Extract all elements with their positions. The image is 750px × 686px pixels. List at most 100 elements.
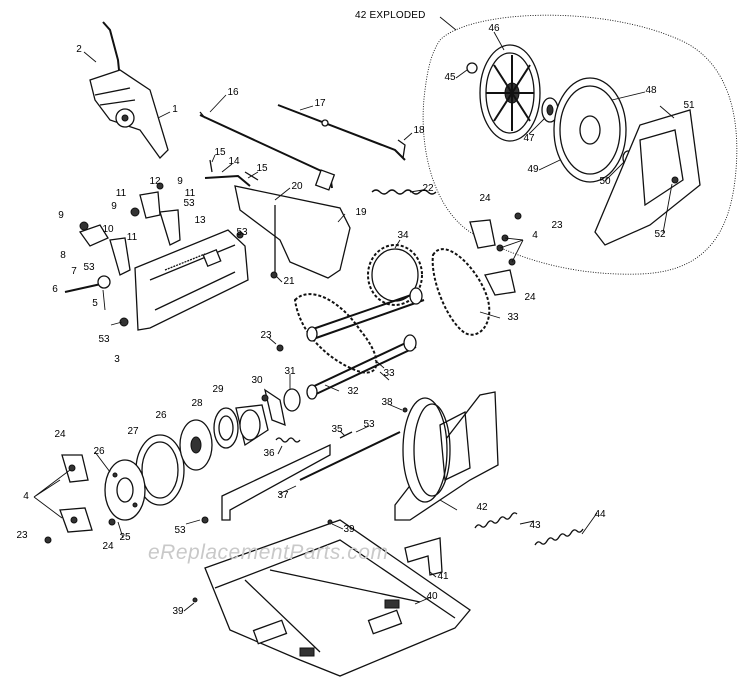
callout-13: 13: [194, 215, 206, 226]
bracket-19-20: [234, 185, 351, 279]
friction-disc-assembly: [135, 388, 286, 506]
spring-22: [371, 189, 437, 195]
callout-5: 5: [92, 298, 98, 309]
base-pan-40: [204, 519, 471, 677]
callout-23: 23: [16, 530, 28, 541]
callout-24: 24: [102, 541, 114, 552]
callout-35: 35: [331, 424, 343, 435]
exploded-bracket-51: [594, 109, 701, 246]
callout-21: 21: [283, 276, 295, 287]
callout-49: 49: [527, 164, 539, 175]
callout-42: 42: [476, 502, 488, 513]
callout-48: 48: [645, 85, 657, 96]
callout-32: 32: [347, 386, 359, 397]
callout-44: 44: [594, 509, 606, 520]
callout-31: 31: [284, 366, 296, 377]
callout-24: 24: [524, 292, 536, 303]
callout-4: 4: [23, 491, 29, 502]
callout-47: 47: [523, 133, 535, 144]
callout-15: 15: [256, 163, 268, 174]
callout-38: 38: [381, 397, 393, 408]
callout-12: 12: [149, 176, 161, 187]
callout-53: 53: [98, 334, 110, 345]
exploded-bolt-45: [466, 62, 478, 74]
washer-31: [283, 388, 301, 412]
shaft-32: [306, 287, 425, 400]
clip-18: [397, 139, 406, 159]
spring-43: [474, 512, 518, 529]
callout-27: 27: [127, 426, 139, 437]
watermark: eReplacementParts.com: [148, 541, 389, 564]
callout-9: 9: [177, 176, 183, 187]
callout-16: 16: [227, 87, 239, 98]
callout-53: 53: [174, 525, 186, 536]
callout-23: 23: [260, 330, 272, 341]
chain-33-upper: [431, 248, 491, 336]
callout-37: 37: [277, 490, 289, 501]
callout-19: 19: [355, 207, 367, 218]
callout-51: 51: [683, 100, 695, 111]
callout-33: 33: [507, 312, 519, 323]
screw-39a: [192, 597, 198, 603]
exploded-detail-outline: [422, 14, 738, 275]
screw-39b: [327, 519, 333, 525]
rod-17: [277, 104, 406, 161]
callout-4: 4: [532, 230, 538, 241]
callout-17: 17: [314, 98, 326, 109]
rod-16: [199, 111, 336, 191]
callout-39: 39: [343, 524, 355, 535]
callout-22: 22: [422, 183, 434, 194]
callout-39: 39: [172, 606, 184, 617]
callout-9: 9: [111, 201, 117, 212]
callout-53: 53: [363, 419, 375, 430]
callout-11: 11: [184, 188, 196, 199]
spring-36: [275, 437, 301, 443]
callout-2: 2: [76, 44, 82, 55]
exploded-pulley-46: [479, 44, 541, 142]
bolt-35: [339, 431, 353, 439]
callout-30: 30: [251, 375, 263, 386]
bracket-41: [404, 537, 443, 576]
callout-41: 41: [437, 571, 449, 582]
callout-40: 40: [426, 591, 438, 602]
housing-42: [394, 391, 499, 521]
callout-7: 7: [71, 266, 77, 277]
shift-lever-bracket: [89, 21, 169, 160]
callout-6: 6: [52, 284, 58, 295]
callout-43: 43: [529, 520, 541, 531]
hub-26: [44, 454, 146, 544]
callout-3: 3: [114, 354, 120, 365]
callout-29: 29: [212, 384, 224, 395]
callout-34: 34: [397, 230, 409, 241]
pivot-parts: [64, 182, 244, 327]
callout-23: 23: [551, 220, 563, 231]
callout-28: 28: [191, 398, 203, 409]
callout-18: 18: [413, 125, 425, 136]
exploded-detail-title: 42 EXPLODED: [355, 10, 426, 21]
leader-lines: [33, 31, 675, 612]
callout-45: 45: [444, 72, 456, 83]
callout-9: 9: [58, 210, 64, 221]
callout-1: 1: [172, 104, 178, 115]
callout-52: 52: [654, 229, 666, 240]
link-14: [204, 174, 251, 187]
callout-24: 24: [479, 193, 491, 204]
callout-46: 46: [488, 23, 500, 34]
callout-11: 11: [126, 232, 138, 243]
callout-53: 53: [83, 262, 95, 273]
mounting-plate-3: [134, 229, 249, 331]
callout-10: 10: [102, 224, 114, 235]
spring-44: [534, 528, 584, 546]
callout-15: 15: [214, 147, 226, 158]
callout-53: 53: [183, 198, 195, 209]
callout-14: 14: [228, 156, 240, 167]
callout-25: 25: [119, 532, 131, 543]
callout-20: 20: [291, 181, 303, 192]
callout-33: 33: [383, 368, 395, 379]
callout-36: 36: [263, 448, 275, 459]
callout-26: 26: [155, 410, 167, 421]
callout-50: 50: [599, 176, 611, 187]
callout-8: 8: [60, 250, 66, 261]
